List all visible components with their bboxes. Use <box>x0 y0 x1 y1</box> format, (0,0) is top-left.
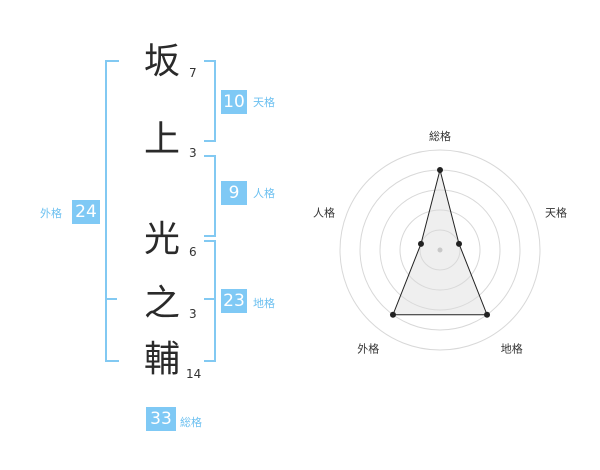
radar-axis-label-1: 総格 <box>429 129 451 143</box>
name-char-5: 輔 <box>143 339 180 380</box>
chikaku-label: 地格 <box>253 297 275 310</box>
jinkaku-badge: 9 <box>221 181 247 205</box>
radar-ring <box>419 229 461 271</box>
radar-point-5 <box>417 240 424 247</box>
radar-axis-label-3: 地格 <box>501 342 523 356</box>
radar-axis-label-5: 人格 <box>313 205 335 219</box>
jinkaku-label: 人格 <box>253 187 275 200</box>
gaikaku-badge: 24 <box>72 200 100 224</box>
soukaku-label: 総格 <box>180 416 202 429</box>
radar-point-3 <box>484 311 491 318</box>
name-char-3: 光 <box>143 219 180 260</box>
gaikaku-label: 外格 <box>40 207 62 220</box>
radar-center-dot <box>437 247 443 253</box>
tenkaku-badge: 10 <box>221 90 247 114</box>
chikaku-bracket <box>204 240 216 362</box>
chikaku-bracket-mid <box>204 298 214 300</box>
name-char-2: 上 <box>143 119 180 160</box>
radar-point-2 <box>456 240 463 247</box>
tenkaku-label: 天格 <box>253 96 275 109</box>
jinkaku-bracket <box>204 155 216 237</box>
gaikaku-bracket-mid <box>105 298 117 300</box>
radar-point-4 <box>389 311 396 318</box>
stroke-count-1: 7 <box>189 66 197 80</box>
soukaku-badge: 33 <box>146 407 176 431</box>
radar-axis-label-4: 外格 <box>357 342 379 356</box>
radar-axis-label-2: 天格 <box>545 205 567 219</box>
radar-series-area <box>392 169 488 316</box>
tenkaku-bracket <box>204 60 216 142</box>
radar-ring <box>399 209 481 291</box>
stroke-count-2: 3 <box>189 146 197 160</box>
stroke-count-3: 6 <box>189 245 197 259</box>
gaikaku-bracket <box>105 60 119 362</box>
radar-point-1 <box>437 167 443 173</box>
stroke-count-4: 3 <box>189 307 197 321</box>
radar-ring <box>379 189 501 311</box>
radar-ring <box>339 149 541 351</box>
stroke-count-5: 14 <box>186 367 202 381</box>
name-char-4: 之 <box>143 283 180 324</box>
chikaku-badge: 23 <box>221 289 247 313</box>
name-char-1: 坂 <box>143 41 180 82</box>
